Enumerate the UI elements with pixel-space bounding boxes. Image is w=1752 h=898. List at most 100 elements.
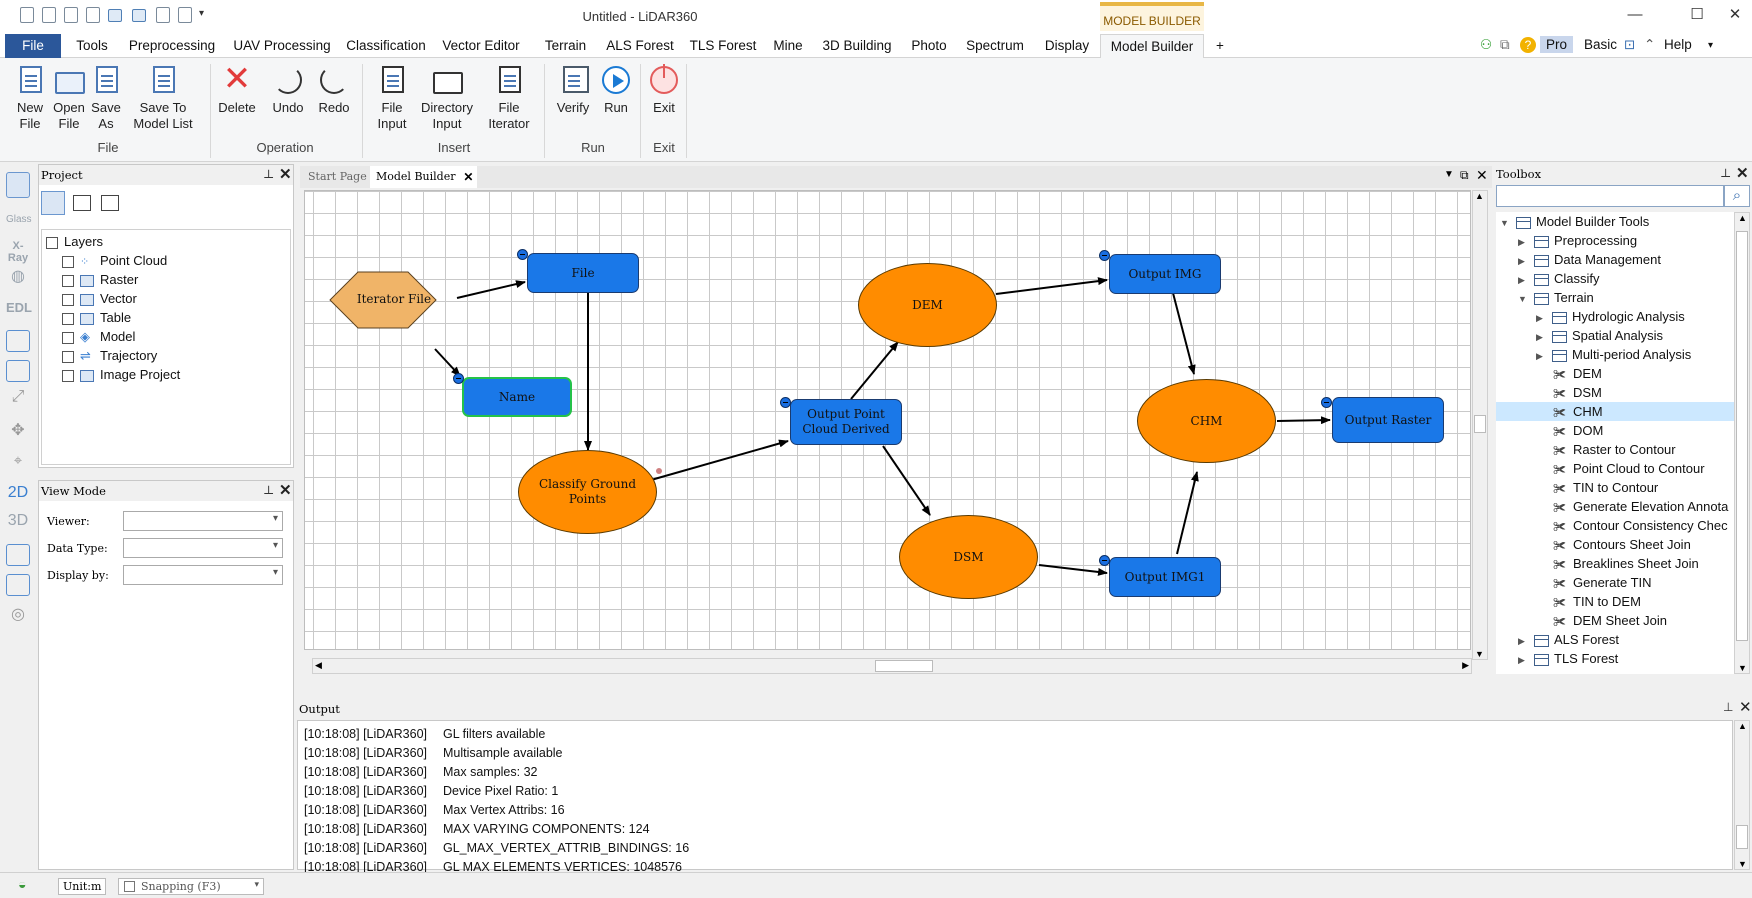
edl-mode-button[interactable]: EDL bbox=[6, 300, 32, 315]
tab-model-builder[interactable]: Model Builder bbox=[1100, 34, 1204, 59]
point-display-icon[interactable] bbox=[6, 172, 30, 198]
new-file-button[interactable]: New File bbox=[10, 64, 50, 132]
tab-file[interactable]: File bbox=[5, 34, 61, 58]
tab-classification[interactable]: Classification bbox=[346, 38, 426, 53]
user-icon[interactable]: ⚇ bbox=[1480, 37, 1493, 52]
directory-input-button[interactable]: Directory Input bbox=[418, 64, 476, 132]
layer-image-project[interactable]: Image Project bbox=[62, 367, 180, 382]
pin-icon[interactable]: ⊥ bbox=[263, 483, 275, 497]
node-output-raster[interactable]: Output Raster bbox=[1332, 397, 1444, 443]
toolbox-item[interactable]: ✀DEM bbox=[1496, 364, 1734, 383]
3d-view-button[interactable]: 3D bbox=[7, 512, 29, 529]
expand-arrow-icon[interactable]: ▶ bbox=[1536, 351, 1543, 361]
scroll-up-icon[interactable]: ▲ bbox=[1475, 191, 1484, 201]
help-menu[interactable]: Help bbox=[1664, 37, 1692, 52]
xray-mode-button[interactable]: X-Ray bbox=[7, 240, 29, 264]
output-scrollbar[interactable]: ▲ ▼ bbox=[1734, 720, 1750, 870]
file-input-button[interactable]: File Input bbox=[370, 64, 414, 132]
layer-stack-icon[interactable] bbox=[73, 195, 91, 211]
checkbox[interactable] bbox=[62, 293, 74, 306]
expand-arrow-icon[interactable]: ▶ bbox=[1536, 313, 1543, 323]
toolbox-item[interactable]: ✀TIN to DEM bbox=[1496, 592, 1734, 611]
layer-trajectory[interactable]: ⇌Trajectory bbox=[62, 348, 157, 364]
save-as-button[interactable]: Save As bbox=[88, 64, 124, 132]
scroll-up-icon[interactable]: ▲ bbox=[1738, 721, 1747, 731]
pin-icon[interactable]: ⊥ bbox=[1723, 700, 1734, 714]
expand-arrow-icon[interactable]: ▶ bbox=[1518, 655, 1525, 665]
viewer-select[interactable] bbox=[123, 511, 283, 531]
toolbox-item[interactable]: ✀DOM bbox=[1496, 421, 1734, 440]
expand-arrow-icon[interactable]: ▶ bbox=[1518, 237, 1525, 247]
checkbox[interactable] bbox=[62, 255, 74, 268]
toolbox-item[interactable]: ✀Generate Elevation Annota bbox=[1496, 497, 1734, 516]
close-panel-icon[interactable]: ✕ bbox=[279, 165, 292, 183]
minimize-button[interactable]: — bbox=[1627, 6, 1643, 23]
pin-icon[interactable]: ⊥ bbox=[1720, 166, 1732, 180]
tab-start-page[interactable]: Start Page bbox=[308, 170, 367, 183]
cube-view-icon[interactable] bbox=[6, 360, 30, 382]
quick-doc-icon[interactable] bbox=[86, 7, 100, 23]
scroll-left-icon[interactable]: ◀ bbox=[315, 660, 322, 670]
toolbox-item[interactable]: ✀Contour Consistency Chec bbox=[1496, 516, 1734, 535]
quick-save-icon[interactable] bbox=[156, 7, 170, 23]
toolbox-item[interactable]: ✀DSM bbox=[1496, 383, 1734, 402]
output-scroll-thumb[interactable] bbox=[1736, 825, 1748, 849]
layer-tree-icon[interactable] bbox=[41, 191, 65, 215]
scroll-up-icon[interactable]: ▲ bbox=[1738, 213, 1747, 223]
toolbox-search-input[interactable] bbox=[1496, 185, 1724, 207]
verify-button[interactable]: Verify bbox=[552, 64, 594, 116]
collapse-icon[interactable] bbox=[1099, 555, 1110, 566]
node-name[interactable]: Name bbox=[462, 377, 572, 417]
add-window-2-icon[interactable] bbox=[6, 574, 30, 596]
toolbox-vertical-scrollbar[interactable]: ▲ ▼ bbox=[1734, 212, 1750, 674]
shading-icon[interactable]: ◍ bbox=[11, 268, 25, 285]
expand-arrow-icon[interactable]: ▶ bbox=[1518, 256, 1525, 266]
quick-access-dropdown-icon[interactable]: ▾ bbox=[199, 8, 205, 19]
expand-arrow-icon[interactable]: ▶ bbox=[1518, 275, 1525, 285]
close-panel-icon[interactable]: ✕ bbox=[1739, 699, 1752, 716]
tab-tools[interactable]: Tools bbox=[76, 38, 108, 53]
collapse-arrow-icon[interactable]: ▼ bbox=[1518, 294, 1527, 304]
layers-root[interactable]: Layers bbox=[46, 234, 103, 249]
pin-icon[interactable]: ⊥ bbox=[263, 167, 275, 181]
node-dsm[interactable]: DSM bbox=[899, 515, 1038, 599]
tab-tls-forest[interactable]: TLS Forest bbox=[689, 38, 757, 53]
toolbox-item[interactable]: ▶Data Management bbox=[1496, 250, 1734, 269]
tab-uav-processing[interactable]: UAV Processing bbox=[233, 38, 331, 53]
close-doc-icon[interactable]: ✕ bbox=[1476, 167, 1488, 183]
toolbox-item[interactable]: ✀CHM bbox=[1496, 402, 1734, 421]
unit-indicator[interactable]: Unit:m bbox=[58, 878, 107, 895]
question-icon[interactable]: ? bbox=[1520, 37, 1536, 53]
glass-mode-button[interactable]: Glass bbox=[6, 214, 32, 225]
node-chm[interactable]: CHM bbox=[1137, 379, 1276, 463]
expand-arrow-icon[interactable]: ▶ bbox=[1518, 636, 1525, 646]
canvas-horizontal-scrollbar[interactable]: ◀ ▶ bbox=[312, 658, 1472, 674]
iterator-file-shape[interactable] bbox=[329, 271, 437, 329]
checkbox[interactable] bbox=[62, 331, 74, 344]
node-iterator-file[interactable]: Iterator File bbox=[356, 291, 432, 306]
cube-icon[interactable] bbox=[6, 330, 30, 352]
toolbox-item[interactable]: ✀Breaklines Sheet Join bbox=[1496, 554, 1734, 573]
toolbox-item[interactable]: ▶TLS Forest bbox=[1496, 649, 1734, 668]
scroll-right-icon[interactable]: ▶ bbox=[1462, 660, 1469, 670]
pro-mode-button[interactable]: Pro bbox=[1540, 36, 1574, 53]
toolbox-item[interactable]: ▼Model Builder Tools bbox=[1496, 212, 1734, 231]
collapse-icon[interactable] bbox=[453, 373, 464, 384]
measure-icon[interactable]: ⌖ bbox=[13, 452, 23, 469]
close-panel-icon[interactable]: ✕ bbox=[279, 481, 292, 499]
image-folder-icon[interactable] bbox=[101, 195, 119, 211]
basic-mode-button[interactable]: Basic bbox=[1584, 37, 1618, 52]
tab-display[interactable]: Display bbox=[1044, 38, 1090, 53]
collapse-icon[interactable] bbox=[780, 397, 791, 408]
expand-arrow-icon[interactable]: ▶ bbox=[1536, 332, 1543, 342]
fullextent-icon[interactable]: ⤢ bbox=[11, 388, 25, 405]
search-icon[interactable]: ⌕ bbox=[1724, 185, 1750, 207]
toolbox-item[interactable]: ▶Hydrologic Analysis bbox=[1496, 307, 1734, 326]
collapse-ribbon-icon[interactable]: ⌃ bbox=[1644, 37, 1656, 52]
window-layout-icon[interactable]: ⧉ bbox=[1500, 37, 1510, 52]
file-iterator-button[interactable]: File Iterator bbox=[484, 64, 534, 132]
redo-button[interactable]: Redo bbox=[314, 64, 354, 116]
close-panel-icon[interactable]: ✕ bbox=[1736, 164, 1749, 182]
tab-vector-editor[interactable]: Vector Editor bbox=[442, 38, 520, 53]
quick-saveas-icon[interactable] bbox=[178, 7, 192, 23]
